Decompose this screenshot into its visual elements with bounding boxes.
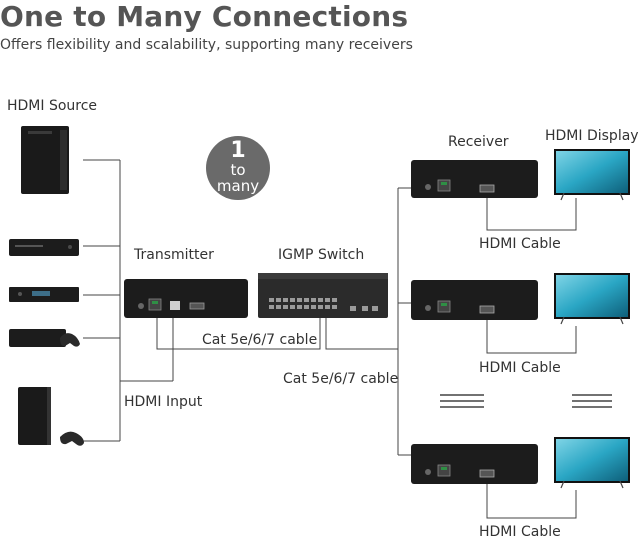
receiver-label: Receiver [448,134,509,150]
hdmi-cable-label-1: HDMI Cable [479,236,561,252]
hdmi-cable-label-3: HDMI Cable [479,524,561,540]
one-to-many-badge: 1 to many [206,136,270,200]
set-top-box-icon [9,287,79,302]
transmitter-label: Transmitter [134,247,214,263]
badge-many: many [216,177,260,195]
hdmi-display-label: HDMI Display [545,128,639,144]
cat-cable-label-2: Cat 5e/6/7 cable [283,371,399,387]
transmitter-device [124,279,248,318]
source-connector-lines [83,159,577,519]
igmp-switch-device [258,273,388,318]
hdmi-source-label: HDMI Source [7,98,98,114]
cat-cable-label-1: Cat 5e/6/7 cable [202,332,318,348]
page-title: One to Many Connections [0,0,409,33]
page-subtitle: Offers flexibility and scalability, supp… [0,37,413,53]
badge-number: 1 [230,138,246,163]
game-console-icon [9,329,80,347]
more-receivers-ellipsis [440,394,612,408]
receiver-1-device [411,160,538,198]
receiver-3-device [411,444,538,484]
dvd-player-icon [9,239,79,256]
badge-to: to [230,161,246,179]
tower-pc-icon [21,126,69,194]
hdmi-cable-label-2: HDMI Cable [479,360,561,376]
hdmi-input-label: HDMI Input [124,394,203,410]
hdmi-display-1-icon [554,149,630,201]
hdmi-display-3-icon [554,437,630,489]
igmp-switch-label: IGMP Switch [278,247,365,263]
game-console-2-icon [18,387,84,446]
hdmi-display-2-icon [554,273,630,325]
receiver-2-device [411,280,538,320]
